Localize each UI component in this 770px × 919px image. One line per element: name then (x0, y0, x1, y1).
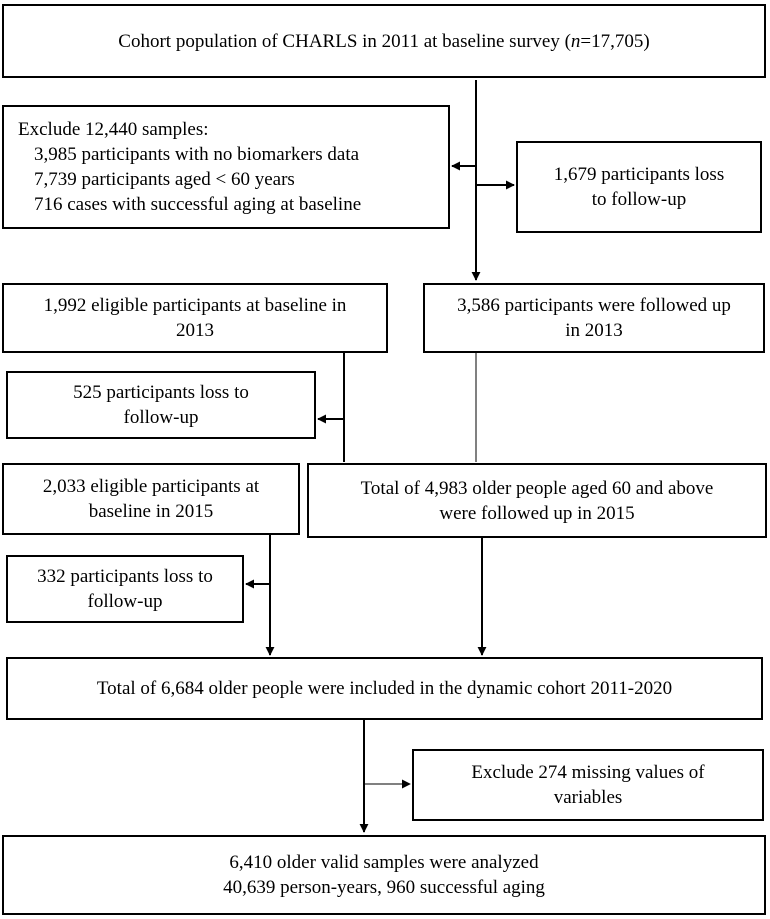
loss-2015-line: follow-up (87, 591, 163, 612)
followed-2015-line: Total of 4,983 older people aged 60 and … (360, 477, 714, 499)
cohort-suffix: =17,705) (580, 30, 650, 52)
loss-2013-line: 525 participants loss to (73, 382, 249, 403)
followed-2013-line: 3,586 participants were followed up (457, 295, 731, 316)
exclude-missing-line: variables (553, 787, 623, 808)
eligible-2013-line: 2013 (176, 320, 214, 341)
loss-2013-line: follow-up (123, 407, 199, 428)
eligible-2015-line: baseline in 2015 (88, 501, 214, 522)
exclude-2011-item: 3,985 participants with no biomarkers da… (34, 144, 360, 165)
cohort-n-label: n (570, 30, 581, 52)
exclude-2011-item: 716 cases with successful aging at basel… (34, 194, 362, 215)
loss-2015-box: 332 participants loss to follow-up (6, 555, 244, 623)
loss-2011-box: 1,679 participants loss to follow-up (516, 141, 762, 233)
followed-2013-line: in 2013 (565, 320, 623, 341)
final-box: 6,410 older valid samples were analyzed … (2, 835, 766, 915)
final-line: 6,410 older valid samples were analyzed (229, 852, 539, 873)
eligible-2015-line: 2,033 eligible participants at (42, 476, 260, 497)
exclude-missing-line: Exclude 274 missing values of (471, 762, 705, 783)
loss-2011-line: to follow-up (591, 189, 687, 210)
final-line: 40,639 person-years, 960 successful agin… (223, 877, 545, 898)
dynamic-cohort-line: Total of 6,684 older people were include… (96, 678, 673, 699)
exclude-2011-box: Exclude 12,440 samples: 3,985 participan… (2, 105, 450, 229)
exclude-2011-item: 7,739 participants aged < 60 years (34, 169, 295, 190)
eligible-2013-box: 1,992 eligible participants at baseline … (2, 283, 388, 353)
loss-2015-line: 332 participants loss to (37, 566, 213, 587)
followed-2013-box: 3,586 participants were followed up in 2… (423, 283, 765, 353)
cohort-text: Cohort population of CHARLS in 2011 at b… (118, 29, 649, 54)
followed-2015-line: were followed up in 2015 (439, 502, 635, 524)
cohort-box: Cohort population of CHARLS in 2011 at b… (2, 4, 766, 78)
exclude-missing-box: Exclude 274 missing values of variables (412, 749, 764, 821)
eligible-2013-line: 1,992 eligible participants at baseline … (43, 295, 347, 316)
loss-2013-box: 525 participants loss to follow-up (6, 371, 316, 439)
eligible-2015-box: 2,033 eligible participants at baseline … (2, 463, 300, 535)
cohort-prefix: Cohort population of CHARLS in 2011 at b… (118, 30, 571, 52)
loss-2011-line: 1,679 participants loss (553, 164, 725, 185)
exclude-2011-title: Exclude 12,440 samples: (18, 119, 209, 140)
dynamic-cohort-box: Total of 6,684 older people were include… (6, 657, 763, 720)
followed-2015-box: Total of 4,983 older people aged 60 and … (307, 463, 767, 538)
